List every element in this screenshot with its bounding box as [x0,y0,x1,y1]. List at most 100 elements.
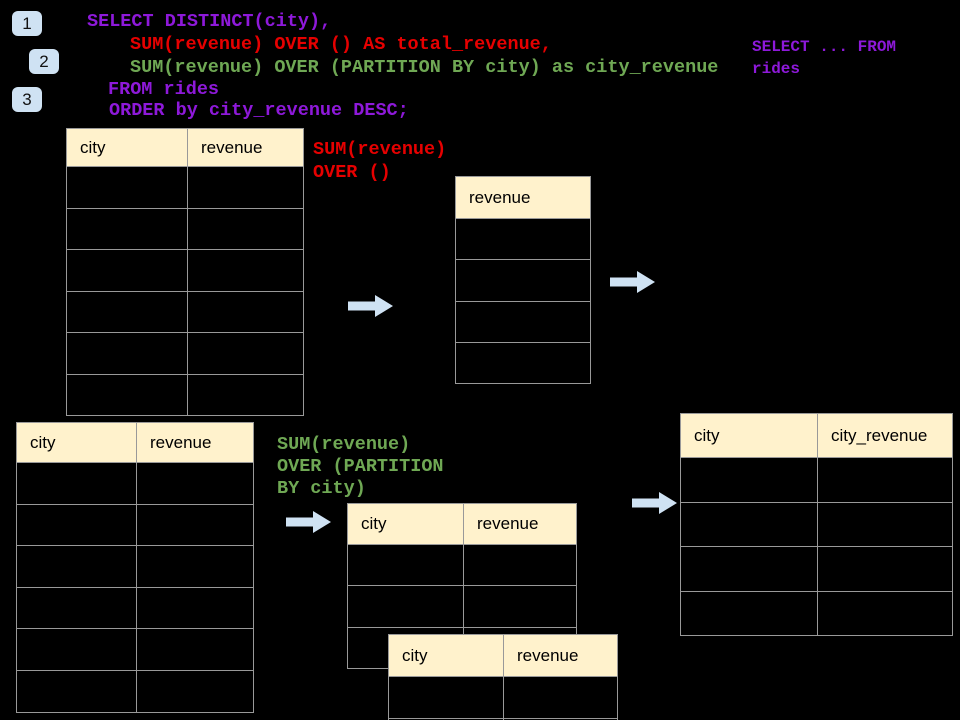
table-cell [455,300,591,343]
flow-arrow-icon [610,271,655,293]
table-cell [66,290,188,333]
table-cell [455,217,591,261]
column-header-city: city [16,422,137,463]
column-header-city_revenue: city_revenue [817,413,953,458]
table-row [680,501,953,548]
table-cell [136,628,254,671]
table-cell [66,249,188,292]
column-header-city: city [680,413,818,458]
table-cell [817,546,953,592]
table-row [680,590,953,637]
table-total-revenue: revenue [455,176,591,385]
table-cell [16,628,137,671]
table-row [66,166,304,209]
table-row [347,585,577,628]
column-header-city: city [388,634,504,677]
table-cell [347,585,464,628]
table-row [455,341,591,385]
table-cell [16,503,137,547]
table-row [455,300,591,343]
table-row [388,676,618,719]
table-row [16,669,254,713]
table-cell [680,501,818,548]
table-row [388,718,618,720]
step-badge-3: 3 [12,87,42,112]
table-cell [455,341,591,385]
table-cell [16,462,137,505]
sql-line-order-by: ORDER by city_revenue DESC; [109,100,409,121]
table-cell [187,290,304,333]
table-cell [680,546,818,592]
column-header-revenue: revenue [136,422,254,463]
table-cell [66,373,188,416]
table-cell [463,585,577,628]
table-cell [463,543,577,587]
table-row [455,217,591,261]
table-row [66,332,304,375]
table-row [66,373,304,416]
table-cell [680,457,818,503]
table-cell [16,545,137,588]
table-cell [680,590,818,637]
table-cell [16,586,137,630]
table-row [16,586,254,630]
table-cell [817,457,953,503]
column-header-city: city [347,503,464,545]
table-cell [66,166,188,209]
table-cell [66,332,188,375]
column-header-revenue: revenue [187,128,304,167]
label-sum-over-total: SUM(revenue) OVER () [313,139,447,183]
sql-line-sum-over: SUM(revenue) OVER () AS total_revenue, [130,34,552,55]
column-header-revenue: revenue [503,634,618,677]
sql-line-sum-partition: SUM(revenue) OVER (PARTITION BY city) as… [130,57,719,78]
table-row [66,290,304,333]
table-cell [136,503,254,547]
table-row [16,545,254,588]
table-row [680,457,953,503]
table-cell [16,669,137,713]
table-row [66,249,304,292]
table-cell [66,207,188,250]
step-badge-1: 1 [12,11,42,36]
table-row [16,503,254,547]
table-row [347,543,577,587]
column-header-revenue: revenue [455,176,591,219]
table-cell [817,501,953,548]
table-cell [136,669,254,713]
sql-snippet-select-from-rides: SELECT ... FROM rides [752,38,897,78]
table-row [680,546,953,592]
table-row [66,207,304,250]
table-row [16,462,254,505]
table-cell [503,718,618,720]
flow-arrow-icon [348,295,393,317]
table-cell [817,590,953,637]
table-cell [187,249,304,292]
step-badge-2: 2 [29,49,59,74]
column-header-revenue: revenue [463,503,577,545]
table-cell [136,462,254,505]
table-cell [388,676,504,719]
table-cell [187,166,304,209]
column-header-city: city [66,128,188,167]
sql-line-select: SELECT DISTINCT(city), [87,11,332,32]
table-cell [187,373,304,416]
sql-line-from: FROM rides [108,79,220,100]
flow-arrow-icon [632,492,677,514]
table-cell [347,543,464,587]
table-cell [455,259,591,302]
table-cell [136,545,254,588]
header-row: revenue [455,176,591,219]
label-sum-over-partition: SUM(revenue) OVER (PARTITION BY city) [277,434,444,499]
table-cell [187,207,304,250]
